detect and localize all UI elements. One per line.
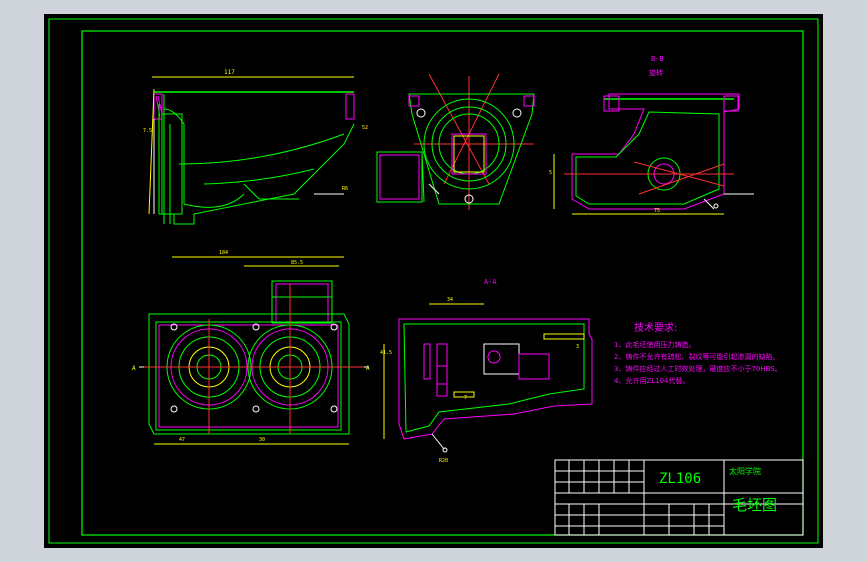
- dim-d7: 34: [447, 297, 453, 303]
- dim-d1: 7.5: [143, 128, 152, 134]
- note-1: 1、此毛坯使用压力铸造。: [614, 340, 695, 349]
- dim-d9: 3: [576, 344, 579, 350]
- dim-d6: 30: [259, 437, 265, 443]
- inner-border: [81, 30, 804, 536]
- notes-title: 技术要求:: [634, 321, 677, 334]
- top-left-view: 117 7.5 52 R6: [143, 69, 368, 225]
- company-name: 太阳学院: [729, 466, 761, 476]
- dim-d10: 7: [464, 395, 467, 401]
- dim-right-width: 75: [654, 208, 660, 214]
- section-bb-sublabel: 旋转: [649, 68, 663, 77]
- dim-d3: 52: [362, 125, 368, 131]
- dim-d2: 5: [549, 170, 552, 176]
- dim-d8: 41.5: [380, 350, 392, 356]
- dim-bottom-width: 184: [219, 250, 228, 256]
- bottom-left-view: 184 85.5 A A 47 30: [132, 250, 370, 445]
- note-4: 4、允许用ZL104代替。: [614, 376, 690, 385]
- section-aa-label: A-A: [484, 278, 497, 286]
- title-block: ZL106 太阳学院 毛坯图: [554, 459, 804, 536]
- material-code: ZL106: [659, 471, 701, 487]
- section-bb-label: B-B: [651, 55, 664, 63]
- top-middle-view: [376, 73, 535, 210]
- dim-d11: R20: [439, 458, 448, 464]
- dim-bottom-span: 85.5: [291, 260, 303, 266]
- marker-a-left: A: [132, 365, 136, 372]
- marker-a-right: A: [366, 365, 370, 372]
- section-bb-view: B-B 旋转 75 5: [549, 55, 754, 215]
- drawing-name: 毛坯图: [732, 496, 777, 514]
- technical-notes: 技术要求: 1、此毛坯使用压力铸造。 2、铸件不允许有疏松、裂纹等可能引起渗漏的…: [614, 321, 782, 385]
- section-aa-view: A-A 34 41.5 3 7 R20: [380, 278, 593, 464]
- note-2: 2、铸件不允许有疏松、裂纹等可能引起渗漏的缺陷。: [614, 352, 779, 361]
- dim-top-width: 117: [224, 69, 235, 76]
- note-3: 3、铸件应经过人工时效处理，硬度应不小于70HBS。: [614, 364, 782, 373]
- outer-border: [48, 18, 819, 544]
- dim-d5: 47: [179, 437, 185, 443]
- dim-d4: R6: [342, 186, 348, 192]
- cad-drawing: 117 7.5 52 R6: [48, 18, 819, 544]
- drawing-viewport[interactable]: 117 7.5 52 R6: [44, 14, 823, 548]
